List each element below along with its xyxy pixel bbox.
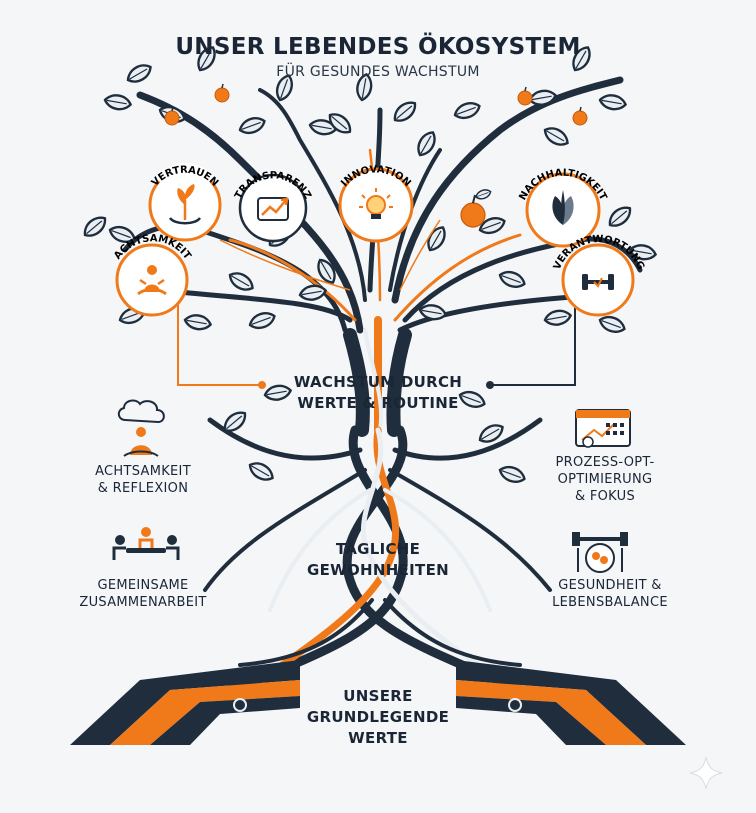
side-label-line: ZUSAMMENARBEIT: [79, 595, 207, 610]
page-subtitle: FÜR GESUNDES WACHSTUM: [276, 64, 480, 80]
roots-label: UNSERE GRUNDLEGENDE WERTE: [268, 686, 488, 749]
side-label-gemeinsame-zusammenarbeit: GEMEINSAME ZUSAMMENARBEIT: [58, 577, 228, 611]
side-label-line: & REFLEXION: [97, 481, 189, 496]
sparkle-icon: [689, 756, 723, 790]
side-label-line: GEMEINSAME: [97, 578, 189, 593]
trunk-label-line1: WACHSTUM DURCH: [293, 373, 463, 391]
leaf-icon: [552, 190, 574, 225]
value-innovation: [338, 167, 414, 243]
calendar-process-icon: [575, 409, 631, 448]
teamwork-icon: [112, 527, 180, 560]
mindfulness-icon: [117, 399, 165, 457]
dumbbell-icon: [582, 274, 614, 290]
habits-label-line2: GEWOHNHEITEN: [307, 561, 449, 579]
roots-label-line1: UNSERE: [343, 687, 413, 705]
page-title: UNSER LEBENDES ÖKOSYSTEM: [175, 34, 581, 60]
value-verantwortung: [561, 243, 635, 317]
roots: [203, 417, 552, 695]
connector-lines: [177, 219, 576, 389]
side-label-line: ACHTSAMKEIT: [95, 464, 191, 479]
value-medallions: [115, 163, 635, 317]
apple-icon: [460, 187, 493, 228]
side-label-gesundheit-lebensbalance: GESUNDHEIT & LEBENSBALANCE: [525, 577, 695, 611]
roots-label-line3: WERTE: [348, 729, 408, 747]
value-transparenz: [238, 173, 308, 243]
meditation-icon: [137, 265, 167, 296]
side-label-line: & FOKUS: [574, 489, 636, 504]
value-nachhaltigkeit: [525, 172, 601, 248]
value-vertrauen: [148, 163, 222, 242]
ground-bands: [70, 660, 686, 745]
trunk-label: WACHSTUM DURCH WERTE & ROUTINE: [258, 372, 498, 414]
side-label-line: GESUNDHEIT &: [558, 578, 662, 593]
lightbulb-icon: [359, 188, 393, 219]
value-achtsamkeit: [115, 243, 189, 317]
side-label-prozess-optimierung: PROZESS-OPT- OPTIMIERUNG & FOKUS: [520, 454, 690, 505]
side-label-line: OPTIMIERUNG: [557, 472, 653, 487]
plant-hands-icon: [168, 184, 202, 225]
side-label-line: LEBENSBALANCE: [552, 595, 668, 610]
growth-chart-icon: [257, 197, 289, 221]
trunk-label-line2: WERTE & ROUTINE: [297, 394, 459, 412]
side-label-achtsamkeit-reflexion: ACHTSAMKEIT & REFLEXION: [68, 463, 218, 497]
health-balance-icon: [572, 532, 628, 573]
habits-label-line1: TÄGLICHE: [335, 540, 421, 558]
trunk: [343, 316, 412, 437]
side-label-line: PROZESS-OPT-: [555, 455, 655, 470]
roots-label-line2: GRUNDLEGENDE: [306, 708, 450, 726]
habits-label: TÄGLICHE GEWOHNHEITEN: [268, 539, 488, 581]
